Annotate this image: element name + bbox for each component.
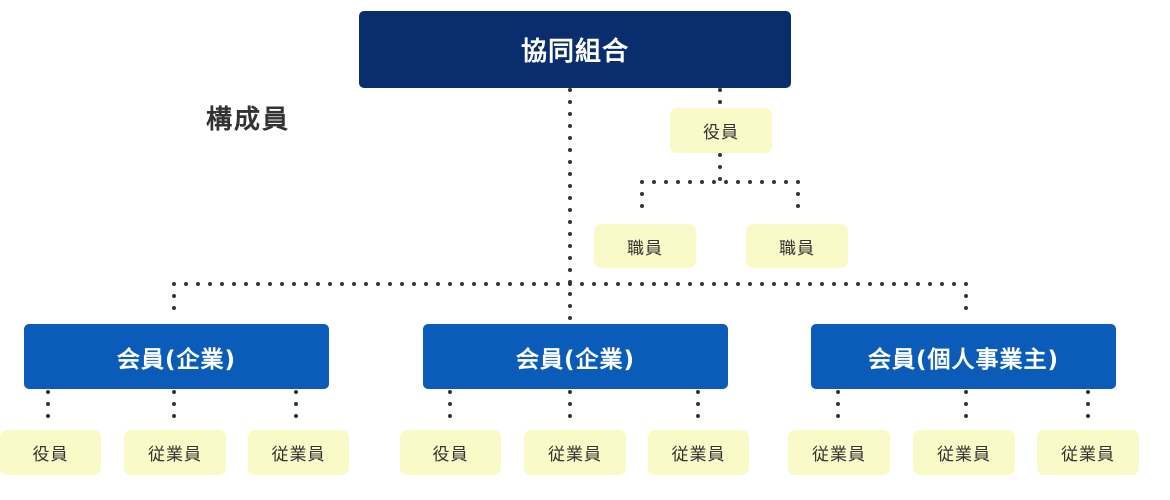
member-3-child-node: 従業員 bbox=[913, 430, 1015, 475]
connector-member-bus bbox=[172, 282, 968, 322]
member-1-child-node: 従業員 bbox=[248, 430, 349, 475]
member-node-3: 会員(個人事業主) bbox=[811, 324, 1116, 389]
root-node: 協同組合 bbox=[359, 11, 791, 88]
connector-member-1-children bbox=[46, 390, 298, 428]
member-1-child-node: 従業員 bbox=[124, 430, 226, 475]
connector-member-3-children bbox=[836, 390, 1090, 428]
connector-member-2-children bbox=[448, 390, 700, 428]
members-caption: 構成員 bbox=[206, 105, 291, 135]
member-2-child-node: 役員 bbox=[400, 430, 501, 475]
root-staff-node: 職員 bbox=[746, 224, 848, 268]
member-2-child-node: 従業員 bbox=[648, 430, 749, 475]
root-officer-node: 役員 bbox=[670, 108, 772, 153]
member-3-child-node: 従業員 bbox=[1037, 430, 1139, 475]
root-staff-node: 職員 bbox=[594, 224, 696, 268]
member-2-child-node: 従業員 bbox=[524, 430, 626, 475]
member-node-1: 会員(企業) bbox=[24, 324, 329, 389]
member-node-2: 会員(企業) bbox=[423, 324, 728, 389]
member-1-child-node: 役員 bbox=[0, 430, 101, 475]
connector-officer-staff bbox=[640, 153, 800, 214]
member-3-child-node: 従業員 bbox=[788, 430, 890, 475]
